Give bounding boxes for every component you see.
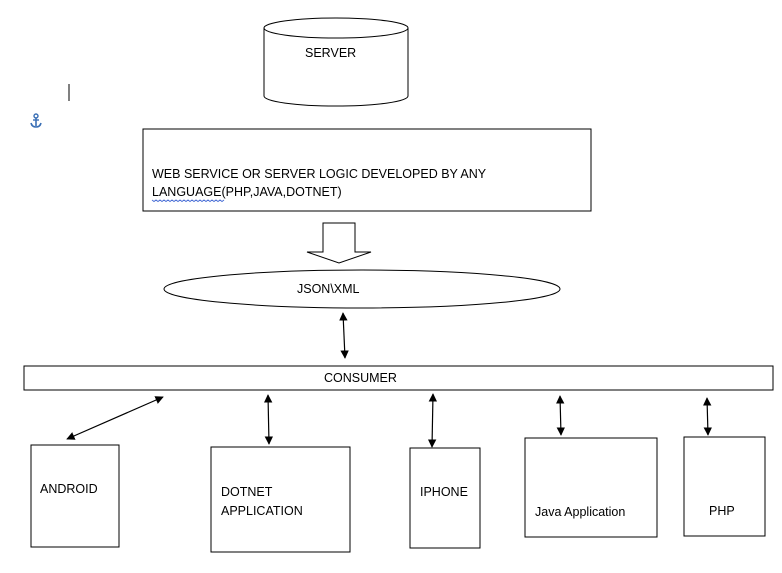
- client-dotnet: DOTNET APPLICATION: [210, 446, 351, 553]
- client-iphone-label: IPHONE: [420, 485, 468, 499]
- iphone-connector: [427, 393, 438, 448]
- down-block-arrow: [306, 222, 372, 264]
- server-logic-line1: WEB SERVICE OR SERVER LOGIC DEVELOPED BY…: [152, 167, 487, 181]
- dotnet-connector: [263, 394, 274, 445]
- client-android-label: ANDROID: [40, 482, 98, 496]
- language-list: (PHP,JAVA,DOTNET): [221, 185, 341, 199]
- client-php: PHP: [683, 436, 766, 537]
- client-java-label: Java Application: [535, 505, 625, 519]
- format-consumer-connector: [339, 312, 349, 359]
- json-xml-label: JSON\XML: [297, 282, 360, 296]
- client-android: ANDROID: [30, 444, 120, 548]
- consumer-label: CONSUMER: [324, 371, 397, 385]
- client-java: Java Application: [524, 437, 658, 538]
- client-dotnet-label-1: DOTNET: [221, 485, 273, 499]
- spellcheck-word: LANGUAGE: [152, 185, 221, 199]
- server-label: SERVER: [305, 46, 356, 60]
- consumer-bar: CONSUMER: [23, 365, 774, 391]
- php-connector: [703, 397, 712, 436]
- client-dotnet-label-2: APPLICATION: [221, 504, 303, 518]
- client-php-label: PHP: [709, 504, 735, 518]
- server-logic-line2: LANGUAGE(PHP,JAVA,DOTNET): [152, 185, 342, 199]
- json-xml-ellipse: JSON\XML: [163, 269, 561, 309]
- server-cylinder: SERVER: [263, 17, 409, 107]
- android-connector: [66, 396, 164, 440]
- anchor-icon: [30, 113, 42, 128]
- client-iphone: IPHONE: [409, 447, 481, 549]
- java-connector: [555, 395, 566, 436]
- spellcheck-underline: [151, 199, 225, 203]
- server-logic-box: WEB SERVICE OR SERVER LOGIC DEVELOPED BY…: [142, 128, 592, 212]
